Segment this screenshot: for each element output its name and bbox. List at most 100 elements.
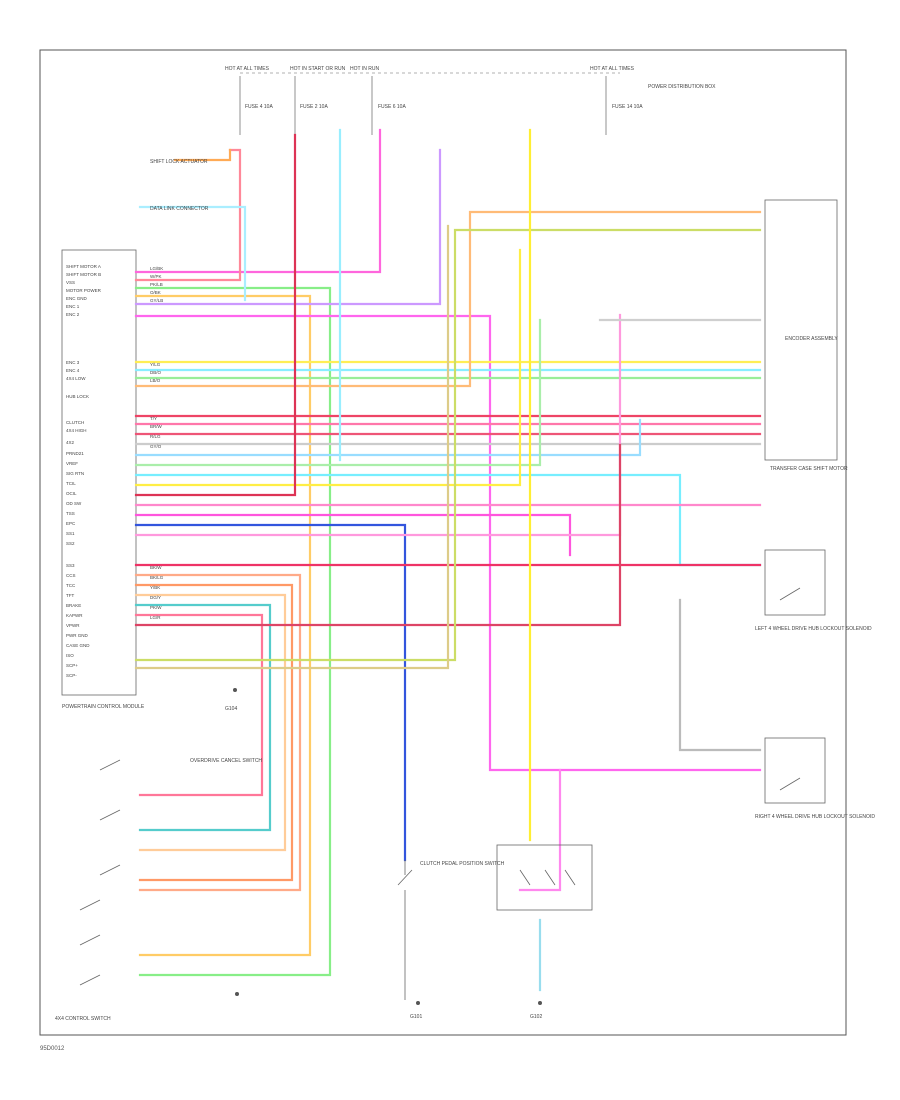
wire-orange-3	[134, 583, 294, 882]
pcm-pin-label: ENC 2	[66, 312, 80, 317]
clutch-switch-label: CLUTCH PEDAL POSITION SWITCH	[420, 861, 505, 867]
wire-blue-1	[134, 523, 407, 862]
ground-symbols	[233, 688, 542, 1005]
pcm-pin-label: SS1	[66, 531, 75, 536]
diagram-border	[39, 49, 847, 1036]
pcm-pin-label: TCC	[66, 583, 76, 588]
pcm-pin-label: ENC GND	[66, 296, 88, 301]
switch-contact	[779, 587, 801, 601]
svg-text:O/BK: O/BK	[150, 290, 161, 295]
svg-text:PK/LB: PK/LB	[150, 282, 163, 287]
pcm-pin-label: PRND21	[66, 451, 84, 456]
data-link-label: DATA LINK CONNECTOR	[150, 206, 209, 212]
pcm-pin-label: CLUTCH	[66, 420, 84, 425]
wire-green-1	[134, 286, 332, 977]
wire-skyblue-2	[138, 205, 247, 302]
footer-code: 95D0012	[40, 1046, 65, 1052]
svg-text:W/PK: W/PK	[150, 274, 162, 279]
pcm-pin-label: SS2	[66, 541, 75, 546]
pcm-pin-label: TCIL	[66, 481, 76, 486]
wire-skyblue-1	[134, 418, 642, 457]
pcm-pin-label: OCIL	[66, 491, 77, 496]
pcm-pin-label: ISO	[66, 653, 74, 658]
fuse-label-3: FUSE 6 10A	[378, 104, 406, 110]
pcm-pin-label: CCS	[66, 573, 76, 578]
ground-label-c: G102	[530, 1014, 542, 1020]
wire-lightgray-2	[678, 598, 762, 752]
pcm-pin-label: HUB LOCK	[66, 394, 89, 399]
svg-text:LG/R: LG/R	[150, 615, 161, 620]
ground-dot	[235, 992, 239, 996]
ground-label-a: G104	[225, 706, 237, 712]
fuse-panel-label-3: HOT IN RUN	[350, 66, 379, 72]
wire-olive-1	[134, 228, 762, 662]
fuse-stems	[239, 76, 607, 135]
svg-text:GY/LB: GY/LB	[150, 298, 163, 303]
svg-text:BR/W: BR/W	[150, 424, 163, 429]
pcm-box	[61, 249, 137, 696]
fuse-panel-label-2: HOT IN START OR RUN	[290, 66, 346, 72]
pcm-pin-label: CASE GND	[66, 643, 90, 648]
svg-text:T/Y: T/Y	[150, 416, 157, 421]
bottom-left-switches	[79, 759, 121, 986]
svg-text:Y/LG: Y/LG	[150, 362, 161, 367]
transfer-case-motor-box	[764, 199, 838, 461]
wire-pink-1	[134, 128, 382, 274]
wire-peach-1	[134, 593, 287, 852]
pcm-pin-label: 4X4 HIGH	[66, 428, 87, 433]
svg-text:BK/LG: BK/LG	[150, 575, 164, 580]
wire-orange-4	[173, 148, 232, 162]
pcm-pin-label: ENC 3	[66, 360, 80, 365]
svg-text:LG/BK: LG/BK	[150, 266, 163, 271]
pcm-pin-label: KAPWR	[66, 613, 83, 618]
right-lockout-label: RIGHT 4 WHEEL DRIVE HUB LOCKOUT SOLENOID	[755, 814, 875, 820]
svg-text:R/LG: R/LG	[150, 434, 161, 439]
overdrive-switch-label: OVERDRIVE CANCEL SWITCH	[190, 758, 262, 764]
pcm-pin-label: 4X2	[66, 440, 75, 445]
wire-yellow-2	[134, 248, 522, 487]
svg-text:GY/O: GY/O	[150, 444, 162, 449]
range-sensor-box	[496, 844, 593, 911]
pcm-pin-label: SS3	[66, 563, 75, 568]
svg-text:LB/O: LB/O	[150, 378, 161, 383]
fuse-label-1: FUSE 4 10A	[245, 104, 273, 110]
wire-salmon-3	[134, 573, 302, 892]
pcm-label: POWERTRAIN CONTROL MODULE	[62, 704, 145, 710]
pcm-pin-label: SHIFT MOTOR B	[66, 272, 101, 277]
wire-teal-1	[134, 603, 272, 832]
pcm-pin-label: 4X4 LOW	[66, 376, 86, 381]
svg-text:BK/W: BK/W	[150, 565, 162, 570]
wire-red-4	[134, 443, 622, 627]
ground-dot	[233, 688, 237, 692]
left-lockout-label: LEFT 4 WHEEL DRIVE HUB LOCKOUT SOLENOID	[755, 626, 872, 632]
fuse-panel-label-1: HOT AT ALL TIMES	[225, 66, 270, 72]
control-switch-label: 4X4 CONTROL SWITCH	[55, 1016, 111, 1022]
pcm-pin-label: ENC 4	[66, 368, 80, 373]
wire-lavender-1	[134, 148, 442, 306]
ground-label-b: G101	[410, 1014, 422, 1020]
wire-magenta-1	[134, 314, 762, 772]
pcm-pin-label: EPC	[66, 521, 76, 526]
wire-red-2	[134, 133, 297, 497]
pcm-pin-label: MOTOR POWER	[66, 288, 102, 293]
wire-code-labels: LG/BK W/PK PK/LB O/BK GY/LB Y/LG DB/O LB…	[150, 266, 164, 620]
svg-text:PK/W: PK/W	[150, 605, 162, 610]
clutch-switch-symbol	[397, 860, 413, 1000]
pcm-pin-labels: SHIFT MOTOR A SHIFT MOTOR B VSS MOTOR PO…	[66, 264, 102, 678]
pcm-pin-label: SIG RTN	[66, 471, 84, 476]
wire-salmon-1	[134, 148, 242, 282]
wire-magenta-2	[134, 513, 572, 557]
range-sensor-contacts	[519, 869, 576, 886]
wire-orange-2	[134, 210, 762, 388]
ground-dot	[538, 1001, 542, 1005]
pcm-pin-label: BRAKE	[66, 603, 81, 608]
transfer-case-motor-label: TRANSFER CASE SHIFT MOTOR	[770, 466, 848, 472]
switch-contact	[779, 777, 801, 791]
pcm-pin-label: VREF	[66, 461, 78, 466]
wire-pink-6	[518, 768, 562, 892]
wire-pink-5	[134, 613, 264, 797]
encoder-assembly-label: ENCODER ASSEMBLY	[785, 336, 838, 342]
pcm-pin-label: SCP+	[66, 663, 78, 668]
left-lockout-box	[764, 549, 826, 616]
